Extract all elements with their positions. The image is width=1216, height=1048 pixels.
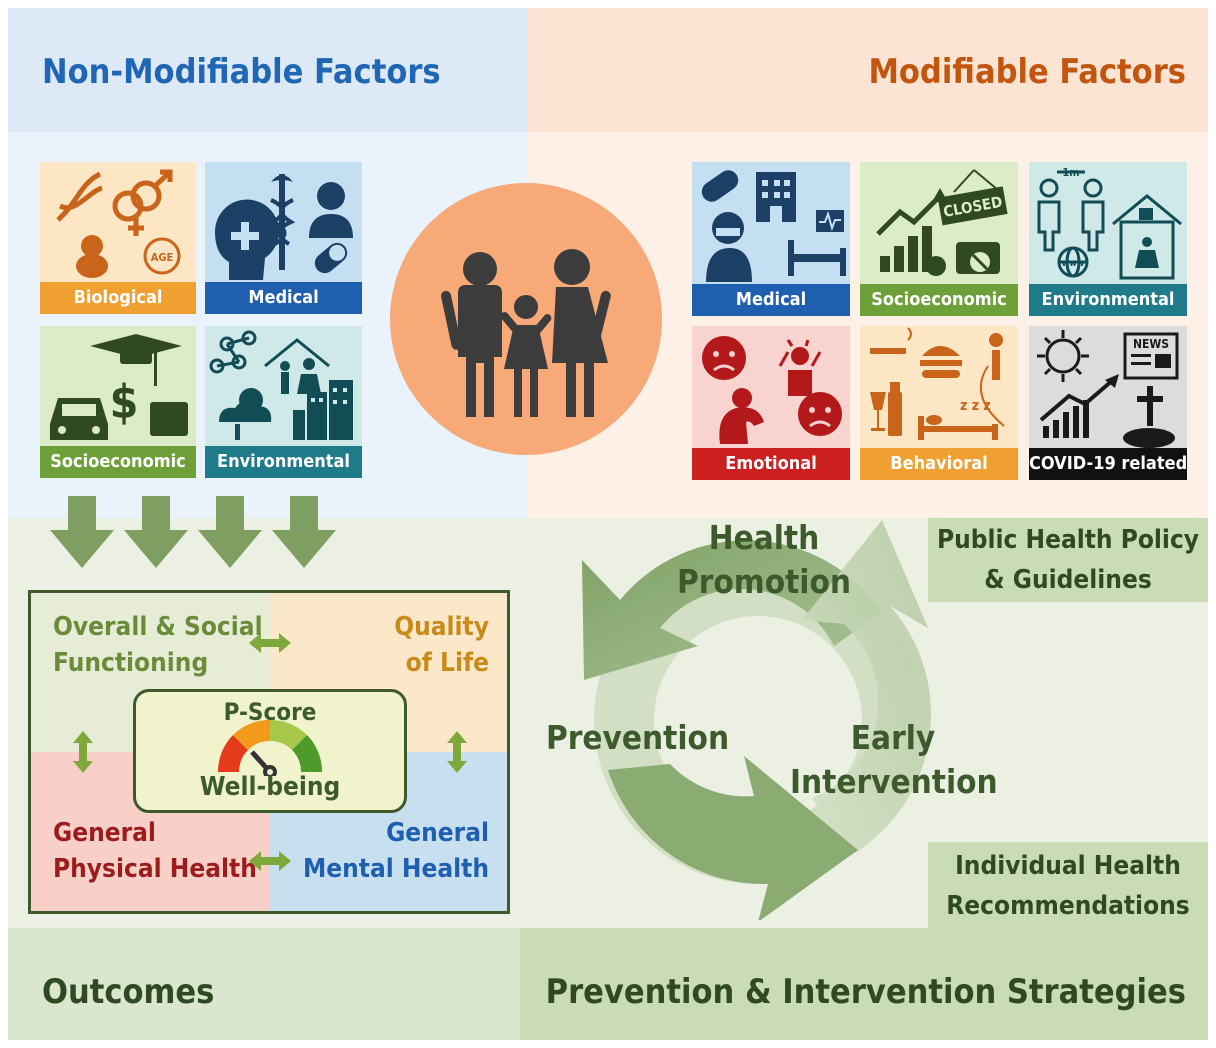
horizontal-double-arrow-icon — [249, 633, 291, 653]
distance-label: 1m — [1062, 166, 1079, 179]
individual-badge: Individual Health Recommendations — [928, 842, 1208, 928]
outcomes-footer-band — [8, 928, 520, 1040]
non-modifiable-header-band — [8, 8, 528, 132]
tile-label: Medical — [205, 282, 362, 314]
tile-label: Emotional — [692, 448, 850, 480]
horizontal-double-arrow-icon — [249, 851, 291, 871]
head-caduceus-doctor-pill-icon — [214, 174, 353, 280]
family-icon — [441, 249, 611, 417]
age-label: AGE — [151, 251, 174, 264]
down-arrows — [50, 496, 336, 568]
tile-mod-medical: Medical — [692, 162, 850, 316]
tile-emotional: Emotional — [692, 326, 850, 480]
news-label: NEWS — [1133, 337, 1169, 351]
strategy-cycle — [582, 520, 932, 920]
health-promotion-label: Health Promotion — [676, 518, 852, 601]
dna-gender-age-icon: AGE — [56, 169, 181, 278]
www-label: www — [1062, 259, 1085, 269]
prevention-label: Prevention — [546, 718, 730, 757]
tile-label: Socioeconomic — [860, 284, 1018, 316]
tile-label: Environmental — [1029, 284, 1187, 316]
family-circle — [390, 183, 662, 455]
tile-label: Socioeconomic — [40, 446, 196, 478]
physical-health-label: General Physical Health — [53, 818, 257, 884]
non-modifiable-heading: Non-Modifiable Factors — [42, 52, 441, 92]
tile-label: Behavioral — [860, 448, 1018, 480]
chart-closed-sign-briefcase-icon: CLOSED — [876, 169, 1008, 276]
cycle-arrow-right — [802, 520, 932, 856]
individual-label: Individual Health Recommendations — [946, 851, 1190, 921]
modifiable-heading: Modifiable Factors — [868, 52, 1186, 92]
down-arrow-icon — [50, 496, 114, 568]
outcomes-box: Overall & Social Functioning Quality of … — [28, 590, 510, 914]
public-health-badge: Public Health Policy & Guidelines — [928, 518, 1208, 602]
tile-label: Biological — [40, 282, 196, 314]
overall-social-label: Overall & Social Functioning — [53, 612, 263, 678]
well-being-label: Well-being — [199, 772, 341, 802]
outcomes-heading: Outcomes — [42, 972, 215, 1012]
strategies-heading: Prevention & Intervention Strategies — [545, 972, 1186, 1012]
cycle-arrow-top — [582, 540, 882, 680]
cycle-arrow-bottom — [608, 756, 858, 920]
vertical-double-arrow-icon — [73, 731, 93, 773]
modifiable-header-band — [528, 8, 1208, 132]
early-intervention-label: Early Intervention — [790, 718, 998, 801]
svg-text:z z z: z z z — [960, 398, 991, 414]
distancing-house-globe-icon: 1m www — [1037, 166, 1182, 280]
strategies-footer-band — [520, 928, 1208, 1040]
smoking-burger-alcohol-sleep-exercise-icon: z z z — [870, 327, 1005, 440]
tile-mod-socioeconomic: CLOSED Socioeconomic — [860, 162, 1018, 316]
network-family-weather-city-icon — [209, 330, 353, 440]
tile-socioeconomic: $ Socioeconomic — [40, 326, 196, 478]
down-arrow-icon — [272, 496, 336, 568]
p-score-box: P-Score Well-being — [133, 689, 407, 813]
tile-biological: AGE Biological — [40, 162, 196, 314]
sad-face-distressed-person-icon — [702, 336, 842, 444]
vertical-double-arrow-icon — [447, 731, 467, 773]
mental-health-label: General Mental Health — [303, 818, 489, 884]
tile-environmental: Environmental — [205, 326, 362, 478]
tile-mod-environmental: 1m www Environmental — [1029, 162, 1187, 316]
pill-hospital-patient-bed-icon — [701, 170, 846, 282]
tile-covid: NEWS COVID-19 related — [1029, 326, 1187, 480]
public-health-label: Public Health Policy & Guidelines — [936, 525, 1200, 595]
car-dollar-cap-briefcase-icon: $ — [50, 334, 188, 440]
tile-label: Environmental — [205, 446, 362, 478]
tile-label: COVID-19 related — [1029, 448, 1187, 480]
tile-medical: Medical — [205, 162, 362, 314]
tile-label: Medical — [692, 284, 850, 316]
tile-behavioral: z z z Behavioral — [860, 326, 1018, 480]
gauge-icon — [217, 719, 323, 776]
svg-text:$: $ — [110, 375, 139, 429]
virus-news-chart-grave-icon: NEWS — [1037, 330, 1179, 448]
double-arrows — [73, 633, 467, 871]
down-arrow-icon — [198, 496, 262, 568]
down-arrow-icon — [124, 496, 188, 568]
quality-of-life-label: Quality of Life — [394, 612, 489, 678]
